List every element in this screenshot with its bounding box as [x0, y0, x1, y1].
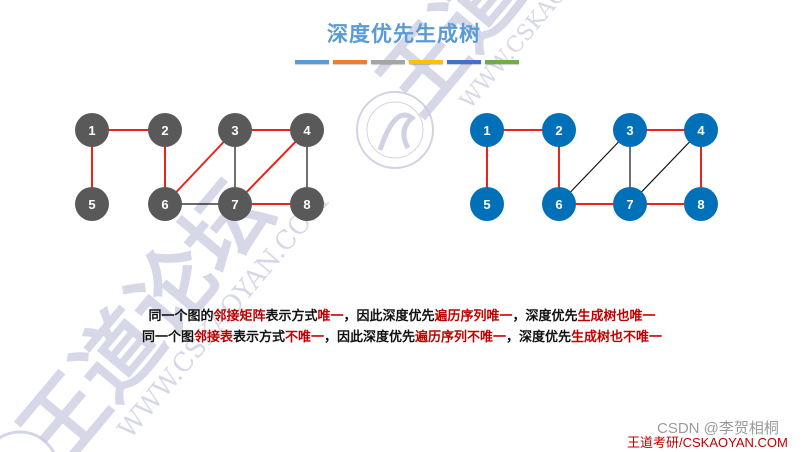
- caption-text: 表示方式: [265, 309, 318, 324]
- graph-node: [148, 113, 182, 147]
- graph-node-label: 3: [626, 123, 633, 138]
- graph-node-label: 4: [697, 123, 705, 138]
- highlighted-text: 邻接矩阵: [213, 309, 266, 324]
- highlighted-text: 生成树也不唯一: [571, 330, 663, 345]
- accent-bar: [333, 60, 367, 64]
- graph-node-label: 6: [555, 197, 562, 212]
- footer-brand: 王道考研/CSKAOYAN.COM: [627, 435, 788, 450]
- graph-node-label: 3: [231, 123, 238, 138]
- accent-bars: [295, 60, 519, 64]
- graph-node: [470, 187, 504, 221]
- graph-node-label: 2: [161, 123, 168, 138]
- graph-node: [148, 187, 182, 221]
- caption-text: 表示方式: [232, 330, 285, 345]
- graph-node-label: 2: [555, 123, 562, 138]
- graph-node-label: 8: [697, 197, 704, 212]
- graph-node-label: 1: [483, 123, 490, 138]
- highlighted-text: 遍历序列不唯一: [415, 330, 507, 345]
- accent-bar: [371, 60, 405, 64]
- graph-node-label: 7: [231, 197, 238, 212]
- graph-node: [684, 187, 718, 221]
- graph-node: [75, 113, 109, 147]
- adjacency-matrix-graph: 1 2 3 4 5 6 7 8: [75, 113, 324, 221]
- caption-text: ，因此深度优先: [343, 309, 435, 324]
- graph-node: [75, 187, 109, 221]
- accent-bar: [409, 60, 443, 64]
- highlighted-text: 不唯一: [284, 330, 324, 345]
- tree-edge: [234, 129, 308, 205]
- caption-text: 同一个图: [141, 330, 194, 345]
- caption-text: ，深度优先: [512, 309, 578, 324]
- adjacency-list-graph: 1 2 3 4 5 6 7 8: [470, 113, 718, 221]
- graph-node-label: 8: [303, 197, 310, 212]
- highlighted-text: 遍历序列唯一: [434, 309, 513, 324]
- graph-node-label: 1: [88, 123, 95, 138]
- graph-node: [613, 113, 647, 147]
- csdn-watermark: CSDN @李贺相桐: [657, 420, 779, 437]
- graph-node: [470, 113, 504, 147]
- graph-node-label: 4: [303, 123, 311, 138]
- caption-text: ，因此深度优先: [324, 330, 416, 345]
- graph-node: [542, 113, 576, 147]
- graph-node: [218, 187, 252, 221]
- graph-node-label: 5: [88, 197, 95, 212]
- highlighted-text: 生成树也唯一: [577, 309, 656, 324]
- graph-node: [613, 187, 647, 221]
- accent-bar: [485, 60, 519, 64]
- graph-node: [218, 113, 252, 147]
- caption-list-not-unique: 同一个图邻接表表示方式不唯一，因此深度优先遍历序列不唯一，深度优先生成树也不唯一: [0, 326, 806, 345]
- caption-text: 同一个图的: [148, 309, 214, 324]
- highlighted-text: 唯一: [317, 309, 344, 324]
- graph-node: [290, 187, 324, 221]
- non-tree-edge: [629, 129, 702, 205]
- accent-bar: [447, 60, 481, 64]
- graph-node: [290, 113, 324, 147]
- highlighted-text: 邻接表: [193, 330, 233, 345]
- graph-node-label: 7: [626, 197, 633, 212]
- slide-title: 深度优先生成树: [327, 22, 481, 46]
- graph-node: [542, 187, 576, 221]
- accent-bar: [295, 60, 329, 64]
- graph-node-label: 5: [483, 197, 490, 212]
- graph-node-label: 6: [161, 197, 168, 212]
- non-tree-edge: [558, 129, 631, 205]
- caption-matrix-unique: 同一个图的邻接矩阵表示方式唯一，因此深度优先遍历序列唯一，深度优先生成树也唯一: [0, 305, 806, 324]
- graph-node: [684, 113, 718, 147]
- caption-text: ，深度优先: [506, 330, 572, 345]
